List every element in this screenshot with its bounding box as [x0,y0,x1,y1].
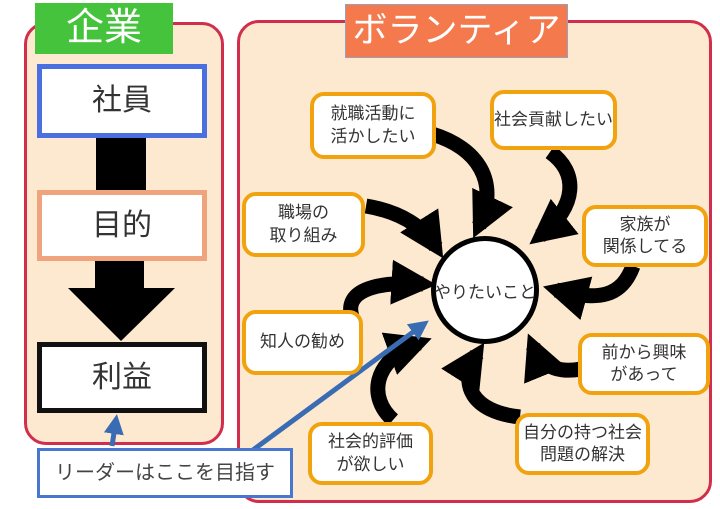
reason-workplace-initiative: 職場の 取り組み [242,192,365,257]
reason-contribute-society: 社会貢献したい [490,90,617,150]
reason-solve-social-problems: 自分の持つ社会 問題の解決 [515,413,650,475]
profit-box: 利益 [37,342,207,413]
reason-job-hunting: 就職活動に 活かしたい [310,92,436,159]
purpose-box: 目的 [37,190,207,261]
reason-prior-interest: 前から興味 があって [578,333,710,395]
center-circle: やりたいこと [431,236,539,344]
reason-family-related: 家族が 関係してる [582,205,708,267]
reason-want-recognition: 社会的評価 が欲しい [308,422,433,485]
employee-box: 社員 [37,64,207,138]
company-title: 企業 [35,3,173,54]
volunteer-title: ボランティア [345,4,568,58]
leader-note: リーダーはここを目指す [37,448,293,498]
reason-acquaintance-recommend: 知人の勧め [242,310,363,375]
